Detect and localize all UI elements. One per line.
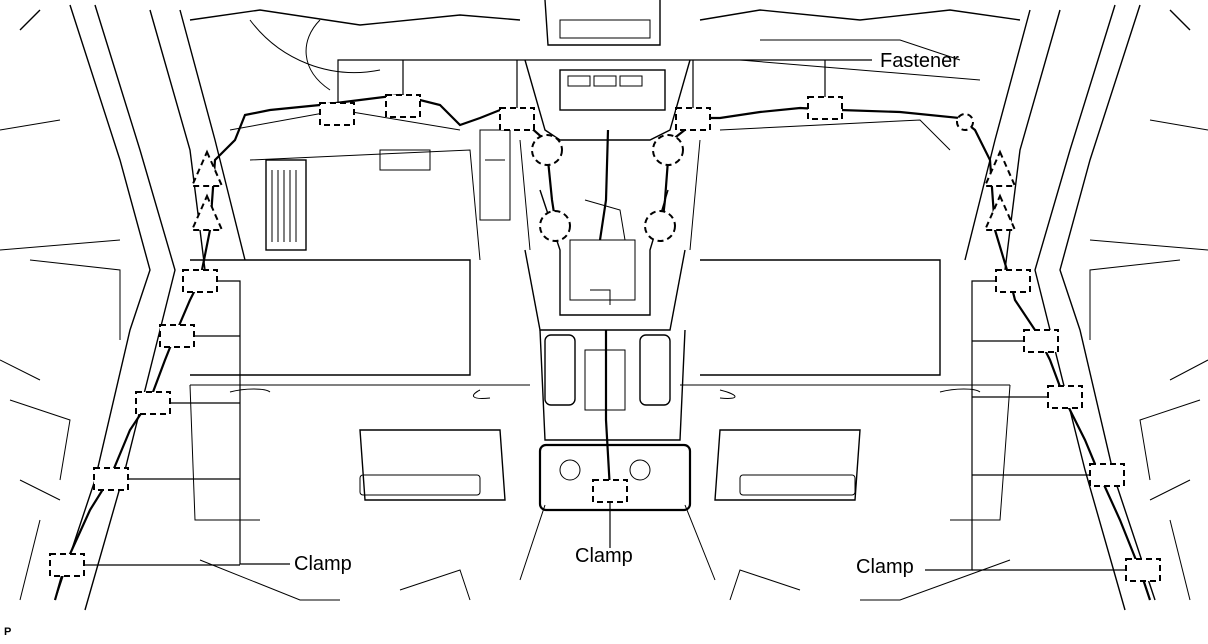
clamp-label-right: Clamp bbox=[856, 556, 914, 578]
clamp-marker-center bbox=[592, 479, 628, 503]
clamp-markers bbox=[49, 94, 1161, 582]
leader-lines bbox=[84, 59, 1126, 571]
clip-circle bbox=[652, 134, 684, 166]
fastener-marker bbox=[807, 96, 843, 120]
clamp-marker-right bbox=[1023, 329, 1059, 353]
clamp-marker-left bbox=[93, 467, 129, 491]
wire-harness bbox=[53, 93, 1152, 601]
guide-triangle bbox=[983, 149, 1017, 187]
clamp-marker-right bbox=[1089, 463, 1125, 487]
clamp-marker-right bbox=[995, 269, 1031, 293]
fastener-marker bbox=[319, 102, 355, 126]
clamp-marker-left bbox=[135, 391, 171, 415]
guide-triangle bbox=[190, 149, 224, 187]
figure-code: P bbox=[4, 626, 12, 638]
clamp-label-center: Clamp bbox=[575, 545, 633, 567]
clamp-marker-left bbox=[49, 553, 85, 577]
clamp-marker-left bbox=[159, 324, 195, 348]
fastener-marker bbox=[385, 94, 421, 118]
clip-circle bbox=[531, 134, 563, 166]
fastener-marker bbox=[499, 107, 535, 131]
guide-triangle bbox=[983, 193, 1017, 231]
clamp-marker-right bbox=[1125, 558, 1161, 582]
guide-triangle bbox=[190, 193, 224, 231]
clamp-marker-left bbox=[182, 269, 218, 293]
clamp-marker-right bbox=[1047, 385, 1083, 409]
clip-circle bbox=[539, 210, 571, 242]
clip-circle bbox=[644, 210, 676, 242]
fastener-marker bbox=[675, 107, 711, 131]
vehicle-interior bbox=[0, 0, 1208, 611]
clamp-label-left: Clamp bbox=[294, 553, 352, 575]
fastener-label: Fastener bbox=[880, 50, 959, 72]
top-clamp-small bbox=[956, 113, 974, 131]
